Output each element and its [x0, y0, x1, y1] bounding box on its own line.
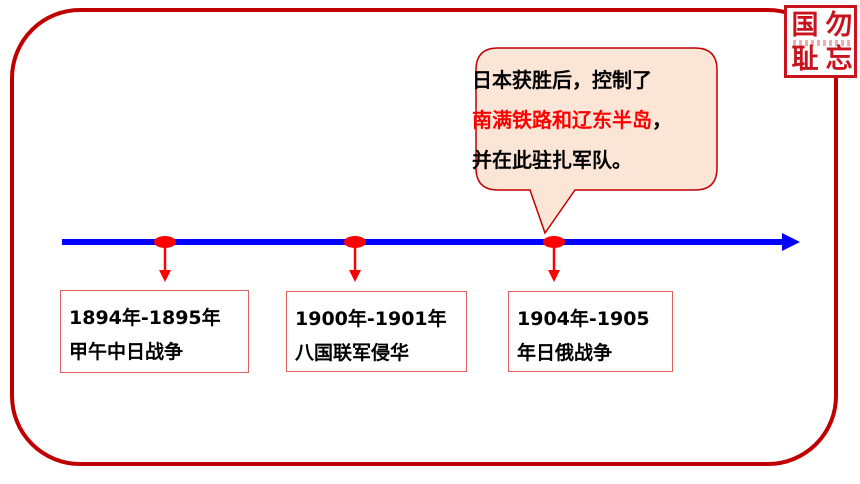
callout-line-2: 南满铁路和辽东半岛， — [472, 100, 712, 140]
stamp-char-3: 耻 — [791, 44, 819, 75]
event-box-1900: 1900年-1901年 八国联军侵华 — [286, 291, 467, 372]
arrow-1894-head — [159, 270, 171, 282]
marker-1894 — [154, 236, 176, 248]
event-box-1904: 1904年-1905 年日俄战争 — [508, 291, 673, 372]
stamp-decoration — [793, 40, 851, 46]
callout-line-1: 日本获胜后，控制了 — [472, 68, 652, 92]
callout-text: 日本获胜后，控制了 南满铁路和辽东半岛， 并在此驻扎军队。 — [472, 60, 712, 180]
event-period: 1904年-1905 — [517, 308, 650, 330]
stamp-char-4: 忘 — [825, 44, 853, 75]
arrow-1900-head — [349, 270, 361, 282]
event-box-1894: 1894年-1895年 甲午中日战争 — [60, 290, 249, 373]
stamp-char-1: 国 — [791, 10, 819, 41]
marker-1900 — [344, 236, 366, 248]
callout-line-3: 并在此驻扎军队。 — [472, 148, 632, 172]
event-period: 1894年-1895年 — [69, 307, 221, 329]
event-name: 八国联军侵华 — [295, 342, 410, 364]
guochi-stamp-logo: 国 勿 耻 忘 — [784, 5, 857, 78]
event-name: 年日俄战争 — [517, 342, 613, 364]
callout-bubble — [475, 47, 718, 235]
callout-highlight: 南满铁路和辽东半岛 — [472, 108, 652, 132]
event-name: 甲午中日战争 — [69, 341, 184, 363]
callout-line-2-tail: ， — [652, 108, 672, 132]
event-period: 1900年-1901年 — [295, 308, 447, 330]
timeline-arrowhead — [782, 233, 800, 251]
slide-frame — [10, 8, 838, 466]
stamp-char-2: 勿 — [825, 10, 853, 41]
arrow-1904-head — [548, 270, 560, 282]
marker-1904 — [543, 236, 565, 248]
